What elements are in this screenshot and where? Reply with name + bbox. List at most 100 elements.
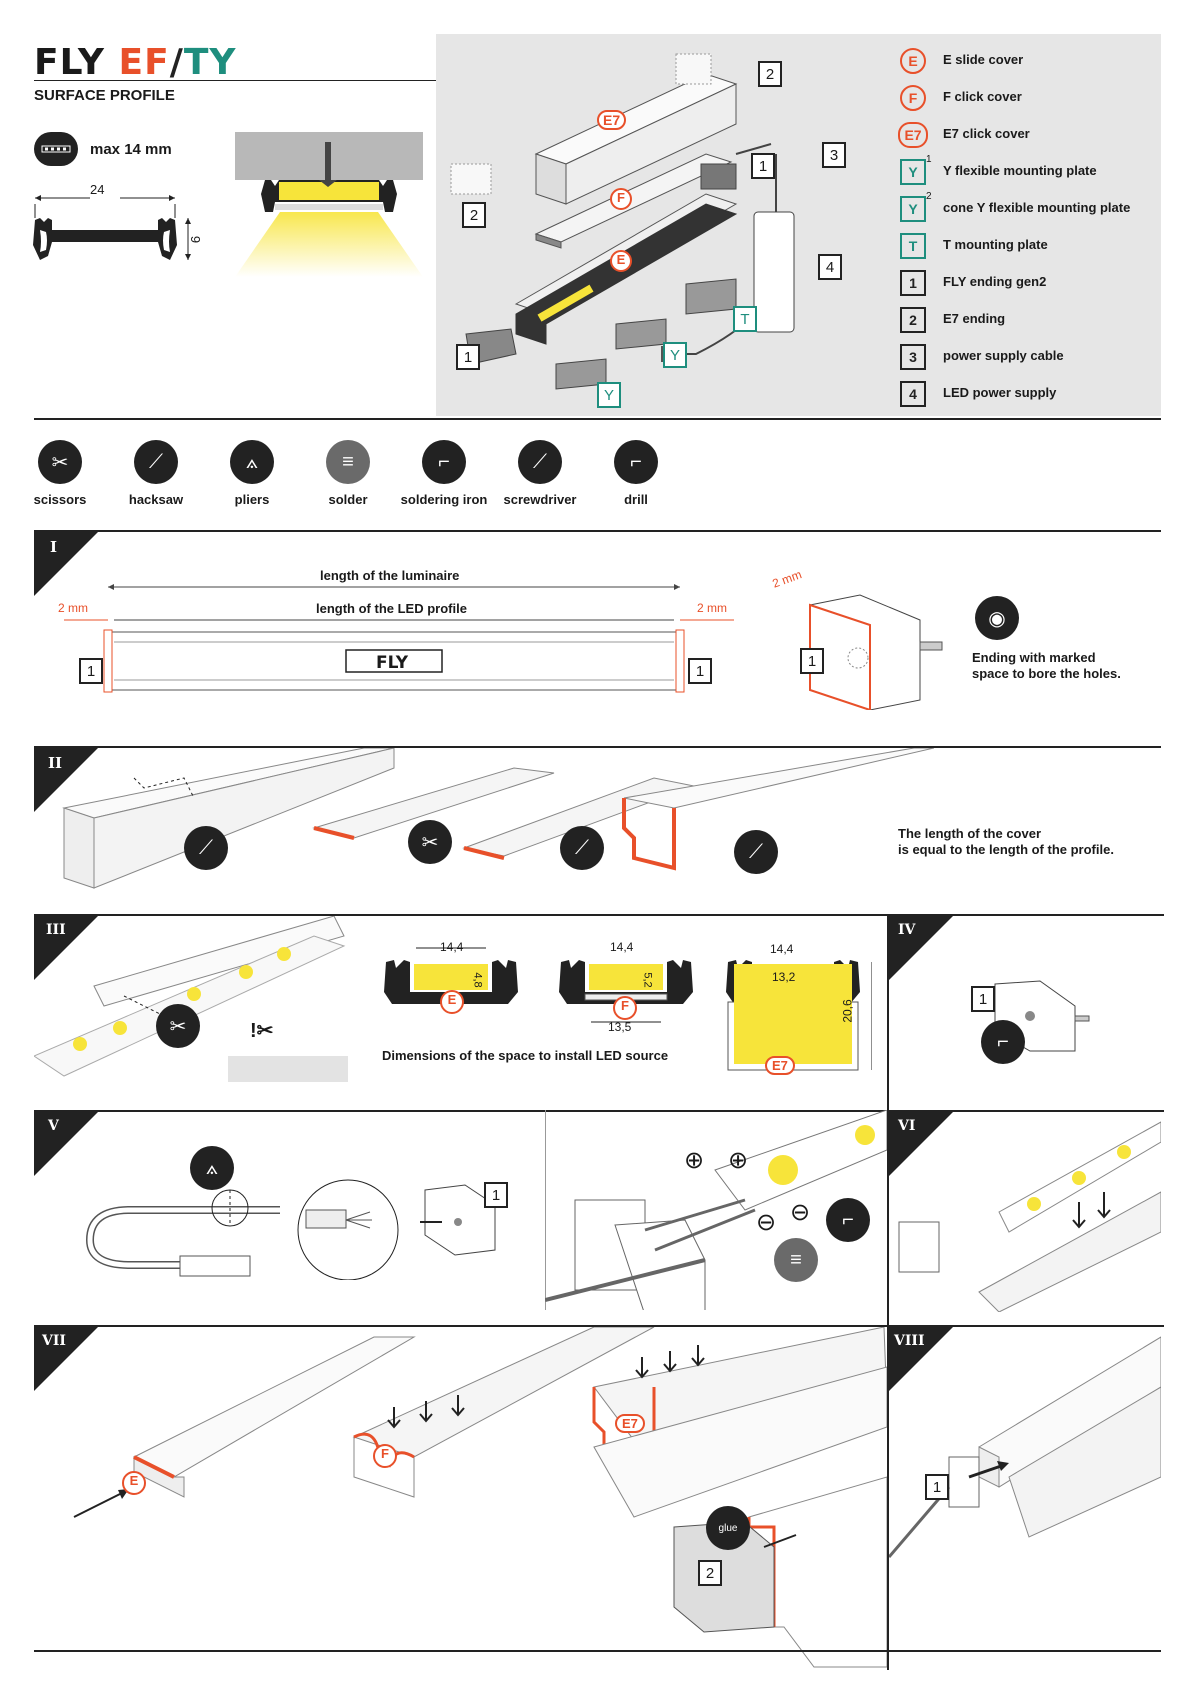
dim-f-badge: F <box>613 996 637 1020</box>
section-v-label: V <box>48 1118 59 1134</box>
screwdriver-icon: ⟋ <box>518 440 562 484</box>
legend-badge-e: E <box>900 48 926 74</box>
length-profile-label: length of the LED profile <box>316 601 467 616</box>
section-iv-tag <box>889 916 953 980</box>
led-strip-icon <box>34 132 78 166</box>
divider-tools <box>34 530 1161 532</box>
gap-left-label: 2 mm <box>58 601 88 615</box>
section-viii-label: VIII <box>894 1333 925 1349</box>
section-viii-drawing <box>889 1336 1161 1558</box>
hacksaw-icon: ⟋ <box>734 830 778 874</box>
polarity-plus-1: ⊕ <box>684 1147 705 1174</box>
ceiling-light-illustration <box>235 132 423 277</box>
legend-2-label: E7 ending <box>943 310 1006 326</box>
tool-soldering-iron-label: soldering iron <box>400 492 488 507</box>
ending-cap-drawing <box>809 594 943 710</box>
section-vii-drawing <box>73 1327 887 1668</box>
legend-4-label: LED power supply <box>943 384 1057 400</box>
product-title: FLY EF/TY <box>34 42 237 83</box>
legend-badge-t: T <box>900 233 926 259</box>
section-vii-tag <box>34 1327 98 1391</box>
label-4: 4 <box>818 254 842 280</box>
section-viii-tag <box>889 1327 953 1391</box>
section-v-tag <box>34 1112 98 1176</box>
label-1-left: 1 <box>456 344 480 370</box>
label-2-top: 2 <box>758 61 782 87</box>
section-i-tag <box>34 532 98 596</box>
section-i-ending-left: 1 <box>79 658 103 684</box>
legend-3-label: power supply cable <box>943 347 1064 363</box>
glue-icon: glue <box>706 1506 750 1550</box>
label-f: F <box>610 188 632 210</box>
max-strip-width: max 14 mm <box>90 141 172 158</box>
legend-badge-4: 4 <box>900 381 926 407</box>
section-v-solder-drawing <box>545 1110 887 1310</box>
label-2-left: 2 <box>462 202 486 228</box>
section-vi-drawing <box>898 1121 1161 1312</box>
legend-y1-sup: 1 <box>926 154 932 165</box>
section-iv-label: IV <box>898 922 916 938</box>
legend-badge-y1: Y <box>900 159 926 185</box>
title-underline <box>34 80 439 81</box>
legend-badge-3: 3 <box>900 344 926 370</box>
solder-icon: ≡ <box>774 1238 818 1282</box>
profile-fly-label: FLY <box>376 653 409 673</box>
legend-badge-1: 1 <box>900 270 926 296</box>
tool-solder-label: solder <box>328 492 368 507</box>
ending-gap-label: 2 mm <box>770 567 804 591</box>
tool-hacksaw-label: hacksaw <box>128 492 184 507</box>
pliers-icon: ⟑ <box>190 1146 234 1190</box>
legend-e-label: E slide cover <box>943 51 1024 67</box>
section-vi-label: VI <box>898 1118 916 1134</box>
length-luminaire-label: length of the luminaire <box>320 568 460 583</box>
dim-profile-e <box>384 947 518 1004</box>
cut-mark: !✂ <box>250 1020 274 1042</box>
section-iv-number: 1 <box>971 986 995 1012</box>
legend-t-label: T mounting plate <box>943 236 1048 252</box>
section-ii-tag <box>34 748 98 812</box>
cover-length-note2: is equal to the length of the profile. <box>898 842 1114 857</box>
section-iii-tag <box>34 916 98 980</box>
hacksaw-icon: ⟋ <box>184 826 228 870</box>
divider-footer <box>34 1650 1161 1652</box>
dim-e-width: 14,4 <box>440 940 464 954</box>
dim-e-height: 4,8 <box>471 972 484 988</box>
dim-width: 24 <box>90 182 105 197</box>
dim-height: 9 <box>188 235 204 244</box>
dim-f-height: 5,2 <box>641 972 654 988</box>
polarity-minus-2: ⊖ <box>790 1199 811 1226</box>
legend-y1-label: Y flexible mounting plate <box>943 162 1097 178</box>
divider-section-i <box>34 746 1161 748</box>
tool-drill-label: drill <box>624 492 648 507</box>
ending-cap-number: 1 <box>800 648 824 674</box>
divider-vertical-right <box>887 916 889 1670</box>
dims-caption: Dimensions of the space to install LED s… <box>382 1048 669 1063</box>
step-vii-f-badge: F <box>373 1444 397 1468</box>
legend-badge-2: 2 <box>900 307 926 333</box>
divider-section-v <box>34 1325 1164 1327</box>
pliers-icon: ⟑ <box>230 440 274 484</box>
soldering-iron-icon: ⌐ <box>422 440 466 484</box>
divider-section-v-inner <box>545 1110 546 1310</box>
page-subtitle: SURFACE PROFILE <box>34 87 175 104</box>
legend-y2-label: cone Y flexible mounting plate <box>943 199 1131 215</box>
drill-icon: ⌐ <box>981 1020 1025 1064</box>
tool-pliers-label: pliers <box>234 492 270 507</box>
section-v-cap <box>420 1184 496 1256</box>
soldering-iron-icon: ⌐ <box>826 1198 870 1242</box>
section-ii-cutting-drawing <box>62 748 934 889</box>
divider-section-ii <box>34 914 1164 916</box>
label-y2: Y <box>663 342 687 368</box>
hacksaw-icon: ⟋ <box>560 826 604 870</box>
dim-profile-e7 <box>726 960 872 1071</box>
tool-scissors-label: scissors <box>33 492 87 507</box>
hacksaw-icon: ⟋ <box>134 440 178 484</box>
legend-1-label: FLY ending gen2 <box>943 273 1047 289</box>
label-t: T <box>733 306 757 332</box>
label-e: E <box>610 250 632 272</box>
legend-badge-y2: Y <box>900 196 926 222</box>
eye-icon: ◉ <box>975 596 1019 640</box>
section-i-ending-right: 1 <box>688 658 712 684</box>
ending-note-line1: Ending with marked <box>972 650 1096 665</box>
divider-section-iii <box>34 1110 1164 1112</box>
